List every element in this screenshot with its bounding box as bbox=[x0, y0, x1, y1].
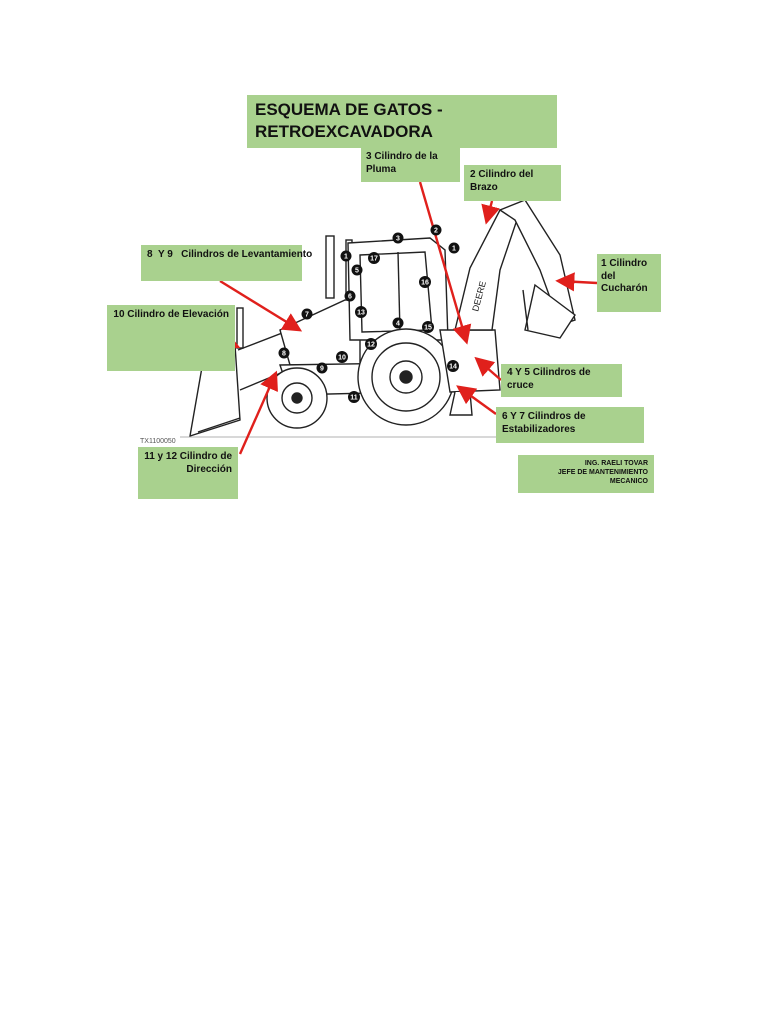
marker-10: 10 bbox=[336, 351, 348, 363]
marker-17: 17 bbox=[368, 252, 380, 264]
svg-text:12: 12 bbox=[367, 342, 375, 349]
marker-13: 13 bbox=[355, 306, 367, 318]
drawing-code: TX1100050 bbox=[140, 438, 176, 445]
marker-3: 3 bbox=[392, 232, 404, 244]
arrow-67 bbox=[456, 385, 497, 415]
marker-11: 11 bbox=[348, 391, 360, 403]
svg-text:13: 13 bbox=[357, 310, 365, 317]
signature-role: JEFE DE MANTENIMIENTO bbox=[557, 469, 648, 477]
marker-1: 1 bbox=[340, 250, 352, 262]
arrow-3 bbox=[418, 181, 472, 345]
svg-text:9: 9 bbox=[320, 366, 324, 373]
label-cilindros-levantamiento: 8 Y 9 Cilindros de Levantamiento bbox=[141, 245, 312, 281]
diagram-title: ESQUEMA DE GATOS - RETROEXCAVADORA bbox=[247, 95, 557, 148]
arrow-1 bbox=[555, 272, 598, 292]
label-cilindro-cucharon: 1 Cilindro del Cucharón bbox=[597, 254, 661, 312]
marker-5: 5 bbox=[351, 264, 363, 276]
marker-4: 4 bbox=[392, 317, 404, 329]
signature-box: ING. RAELI TOVAR JEFE DE MANTENIMIENTO M… bbox=[518, 455, 654, 493]
marker-7: 7 bbox=[301, 308, 313, 320]
svg-text:14: 14 bbox=[449, 364, 457, 371]
svg-text:7: 7 bbox=[305, 312, 309, 319]
svg-text:10: 10 bbox=[338, 355, 346, 362]
arrow-89 bbox=[219, 279, 303, 332]
label-cilindro-direccion: 11 y 12 Cilindro de Dirección bbox=[138, 447, 238, 499]
marker-8: 8 bbox=[278, 347, 290, 359]
marker-15: 15 bbox=[422, 321, 434, 333]
arrow-2 bbox=[481, 200, 500, 225]
callout-arrows bbox=[205, 181, 598, 455]
svg-text:2: 2 bbox=[434, 228, 438, 235]
svg-text:17: 17 bbox=[370, 256, 378, 263]
marker-9: 9 bbox=[316, 362, 328, 374]
marker-1-rear: 1 bbox=[448, 242, 460, 254]
label-cilindro-brazo: 2 Cilindro del Brazo bbox=[464, 165, 561, 201]
marker-12: 12 bbox=[365, 338, 377, 350]
label-cilindros-cruce: 4 Y 5 Cilindros de cruce bbox=[501, 364, 622, 397]
signature-name: ING. RAELI TOVAR bbox=[584, 460, 648, 467]
marker-16: 16 bbox=[419, 276, 431, 288]
svg-text:15: 15 bbox=[424, 325, 432, 332]
svg-text:11: 11 bbox=[350, 395, 358, 402]
numbered-markers: 1 2 3 4 5 6 7 8 9 10 11 12 13 14 15 16 1… bbox=[278, 224, 460, 403]
svg-text:3: 3 bbox=[396, 236, 400, 243]
svg-text:1: 1 bbox=[452, 246, 456, 253]
label-cilindro-pluma: 3 Cilindro de la Pluma bbox=[361, 148, 460, 182]
svg-text:6: 6 bbox=[348, 294, 352, 301]
signature-dept: MECANICO bbox=[609, 478, 648, 486]
label-cilindros-estabilizadores: 6 Y 7 Cilindros de Estabilizadores bbox=[496, 407, 644, 443]
arrow-1112 bbox=[238, 370, 278, 455]
label-cilindro-elevacion: 10 Cilindro de Elevación bbox=[107, 305, 235, 371]
svg-text:8: 8 bbox=[282, 351, 286, 358]
marker-2: 2 bbox=[430, 224, 442, 236]
marker-14: 14 bbox=[447, 360, 459, 372]
marker-6: 6 bbox=[344, 290, 356, 302]
arrow-45 bbox=[474, 356, 502, 381]
svg-text:1: 1 bbox=[344, 254, 348, 261]
svg-text:5: 5 bbox=[355, 268, 359, 275]
backhoe-outline: DEERE bbox=[180, 199, 576, 438]
svg-text:4: 4 bbox=[396, 321, 400, 328]
svg-text:16: 16 bbox=[421, 280, 429, 287]
